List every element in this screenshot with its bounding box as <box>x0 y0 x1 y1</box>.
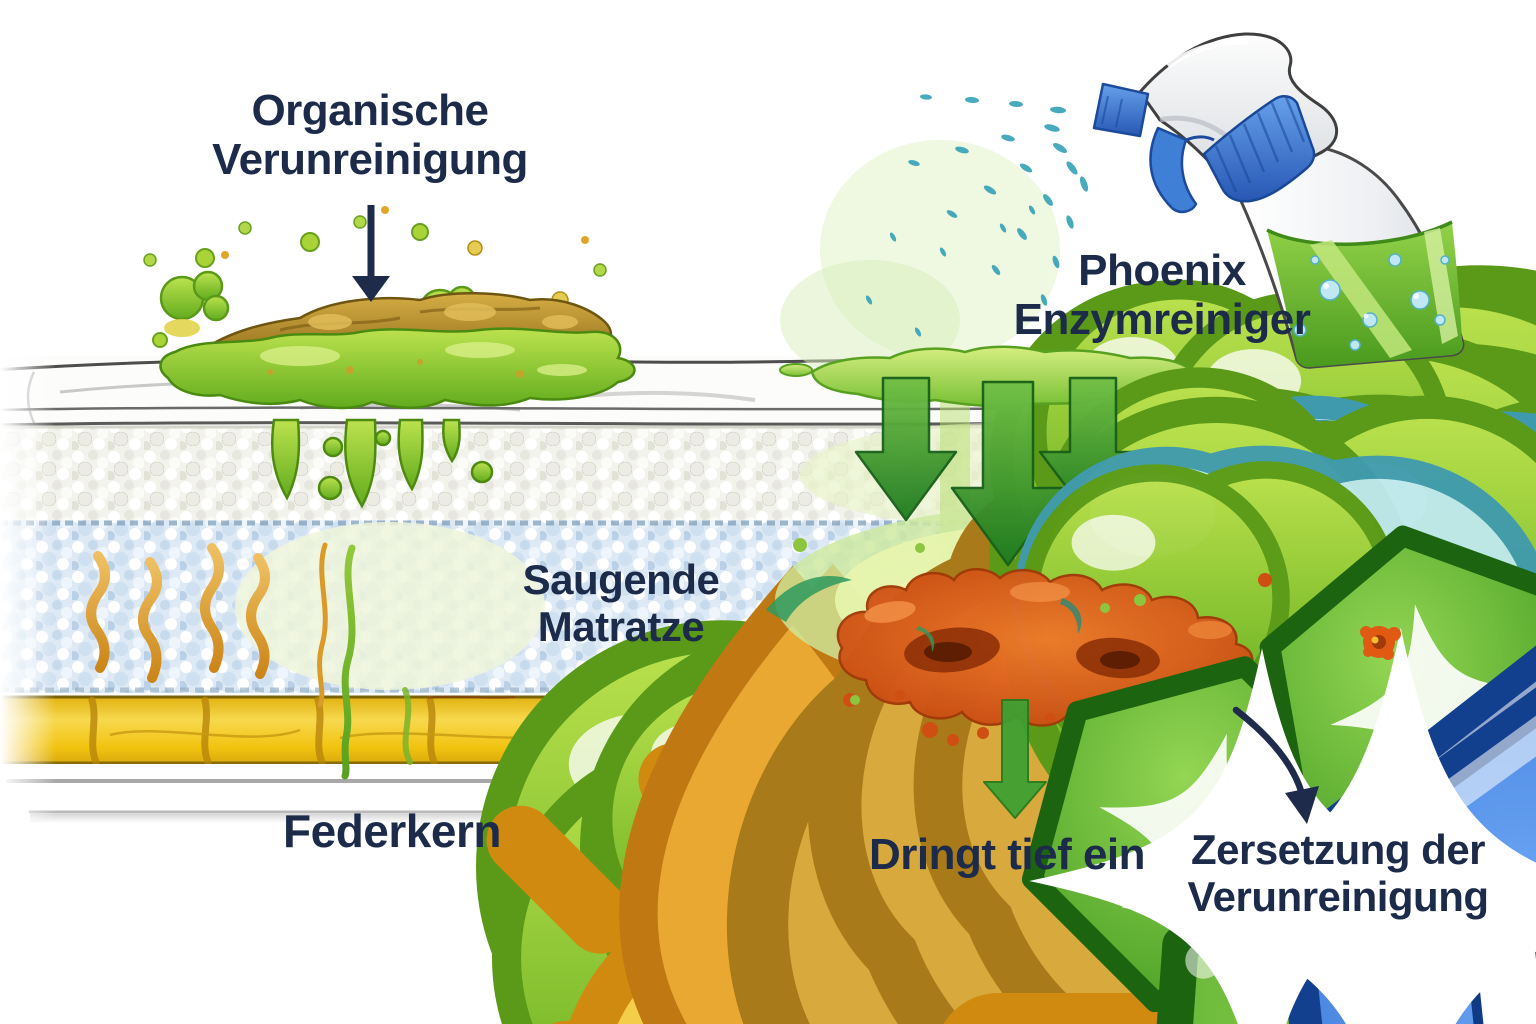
penetration-arrows <box>854 376 1536 850</box>
odor-squiggle-icon <box>86 543 270 683</box>
label-line: Federkern <box>283 805 501 857</box>
seep-trail <box>341 544 356 780</box>
decompose-arrow-icon <box>1232 706 1319 824</box>
sprayer-nozzle <box>1092 82 1150 138</box>
label-line: Dringt tief ein <box>868 830 1146 879</box>
spray-bottle-icon <box>1092 32 1465 369</box>
orange-splat <box>1360 626 1401 660</box>
sprayer-trigger <box>1149 126 1198 214</box>
label-line: Verunreinigung <box>1187 873 1489 921</box>
spray-mist <box>780 94 1536 1024</box>
label-absorbent-mattress: Saugende Matratze <box>523 556 720 650</box>
seepage-zone <box>86 522 1498 1024</box>
label-decomposition: Zersetzung der Verunreinigung <box>1187 826 1489 921</box>
label-penetrates-deep: Dringt tief ein <box>868 830 1146 879</box>
down-arrow-icon <box>854 376 958 522</box>
right-residue <box>1360 626 1401 660</box>
label-line: Verunreinigung <box>212 135 528 185</box>
bottle-collar <box>1202 94 1316 203</box>
organic-arrow-icon <box>352 205 390 302</box>
organic-stain <box>143 206 1536 1024</box>
label-line: Organische <box>251 86 489 135</box>
label-organic-contamination: Organische Verunreinigung <box>212 86 528 185</box>
slime-drips <box>270 418 494 509</box>
label-enzyme-cleaner: Phoenix Enzymreiniger <box>1014 246 1311 345</box>
label-line: Saugende <box>522 556 720 603</box>
label-line: Zersetzung der <box>1190 826 1486 873</box>
label-line: Matratze <box>537 603 705 651</box>
mist-drops <box>865 94 1089 337</box>
left-edge-fade <box>0 350 56 820</box>
label-spring-core: Federkern <box>283 805 501 858</box>
label-line: Enzymreiniger <box>1013 295 1311 345</box>
deep-arrow-icon <box>983 699 1536 1024</box>
label-line: Phoenix <box>1078 246 1246 295</box>
